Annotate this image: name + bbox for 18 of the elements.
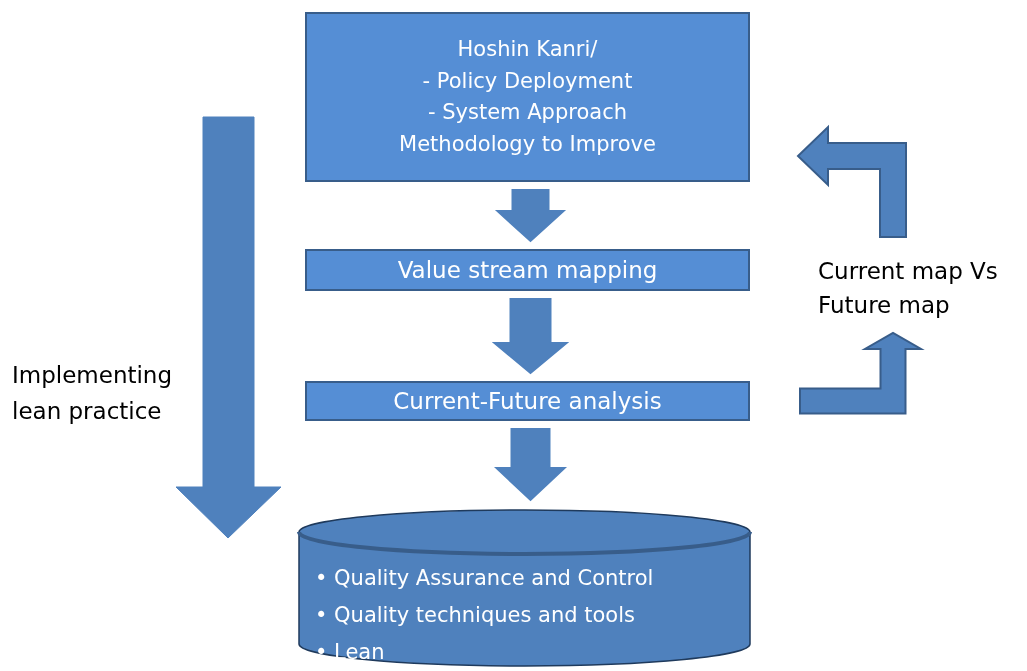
block-arrow: [493, 428, 568, 502]
box-text: Current-Future analysis: [393, 386, 662, 416]
box-text: - Policy Deployment: [422, 67, 633, 95]
box-text: Value stream mapping: [397, 255, 658, 285]
process-box: [305, 249, 750, 291]
box-text: Methodology to Improve: [399, 130, 656, 158]
box-text: - System Approach: [428, 99, 627, 126]
process-box: [305, 12, 750, 182]
list-item: • Quality Assurance and Control: [315, 565, 654, 592]
box-text: Hoshin Kanri/: [457, 36, 598, 63]
arrow-label: Implementing lean practice: [12, 361, 174, 426]
process-box: [305, 381, 750, 421]
block-arrow: [796, 124, 907, 238]
block-arrow: [494, 189, 567, 243]
list-item: • Quality techniques and tools: [315, 602, 636, 629]
block-arrow: [491, 298, 570, 375]
node-text: Current map Vs Future map: [818, 257, 999, 320]
block-arrow: [799, 331, 925, 415]
